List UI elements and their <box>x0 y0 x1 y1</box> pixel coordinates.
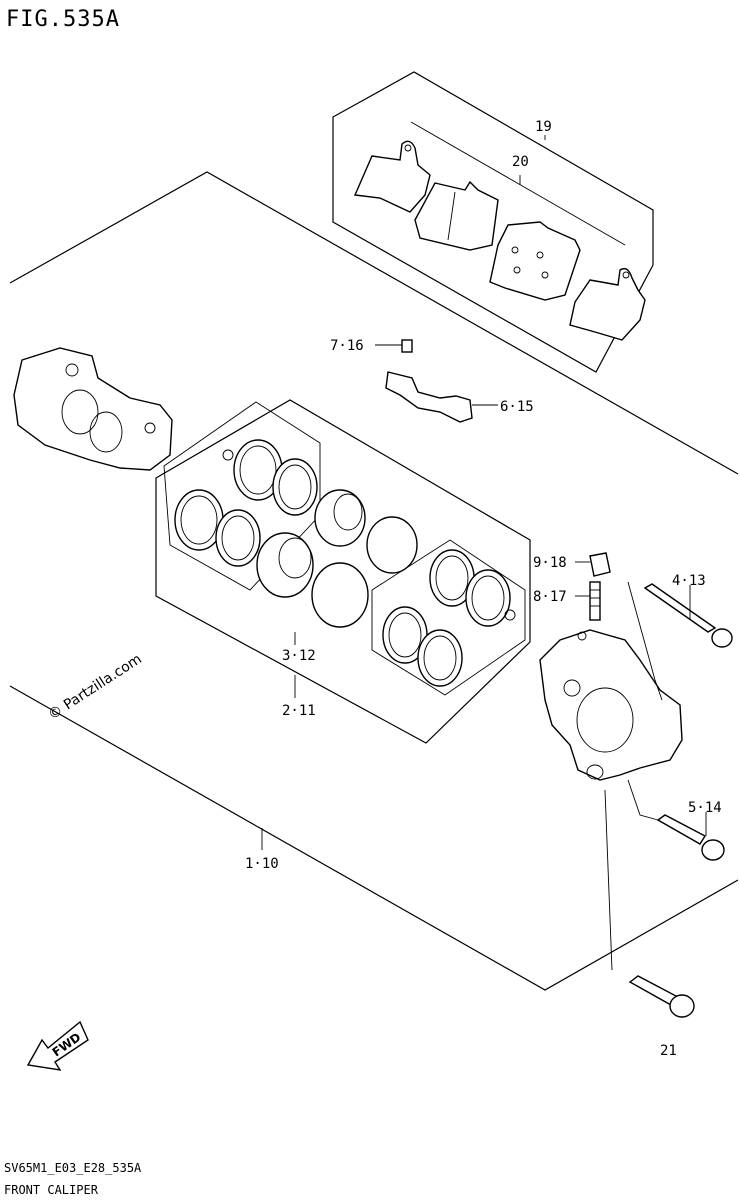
pad-spring-screw <box>375 339 413 353</box>
callout-9-18: 9·18 <box>533 555 567 571</box>
caliper-body-left <box>13 347 173 471</box>
bleeder-cap <box>575 552 611 577</box>
piston-kit-box <box>155 399 531 744</box>
callout-8-17: 8·17 <box>533 589 567 605</box>
bleeder-valve <box>575 581 601 621</box>
callout-19: 19 <box>535 119 552 135</box>
mounting-bolt <box>604 789 695 1018</box>
pad-spring <box>385 371 498 423</box>
watermark: © Partzilla.com <box>45 651 144 723</box>
slide-pin <box>627 581 733 701</box>
figure-name: FRONT CALIPER <box>4 1183 99 1197</box>
piston-set <box>256 489 418 628</box>
assembly-outline <box>9 171 739 991</box>
brake-pad-right <box>569 267 646 341</box>
callout-5-14: 5·14 <box>688 800 722 816</box>
callout-6-15: 6·15 <box>500 399 534 415</box>
fwd-arrow-icon: FWD <box>26 1020 89 1071</box>
callout-20: 20 <box>512 154 529 170</box>
callout-4-13: 4·13 <box>672 573 706 589</box>
figure-title: FIG.535A <box>6 7 120 32</box>
callout-2-11: 2·11 <box>282 703 316 719</box>
pad-set-box <box>332 71 654 373</box>
shim-plate-right <box>489 221 581 301</box>
brake-pad-left <box>353 140 431 213</box>
caliper-body-right <box>539 629 683 781</box>
seal-ring-set-left <box>163 401 321 591</box>
callout-21: 21 <box>660 1043 677 1059</box>
shim-plate-left <box>414 180 499 251</box>
caliper-bolt-5 <box>627 779 725 861</box>
callout-7-16: 7·16 <box>330 338 364 354</box>
callout-3-12: 3·12 <box>282 648 316 664</box>
seal-ring-set-right <box>371 539 526 696</box>
callout-1-10: 1·10 <box>245 856 279 872</box>
figure-code: SV65M1_E03_E28_535A <box>4 1161 142 1175</box>
